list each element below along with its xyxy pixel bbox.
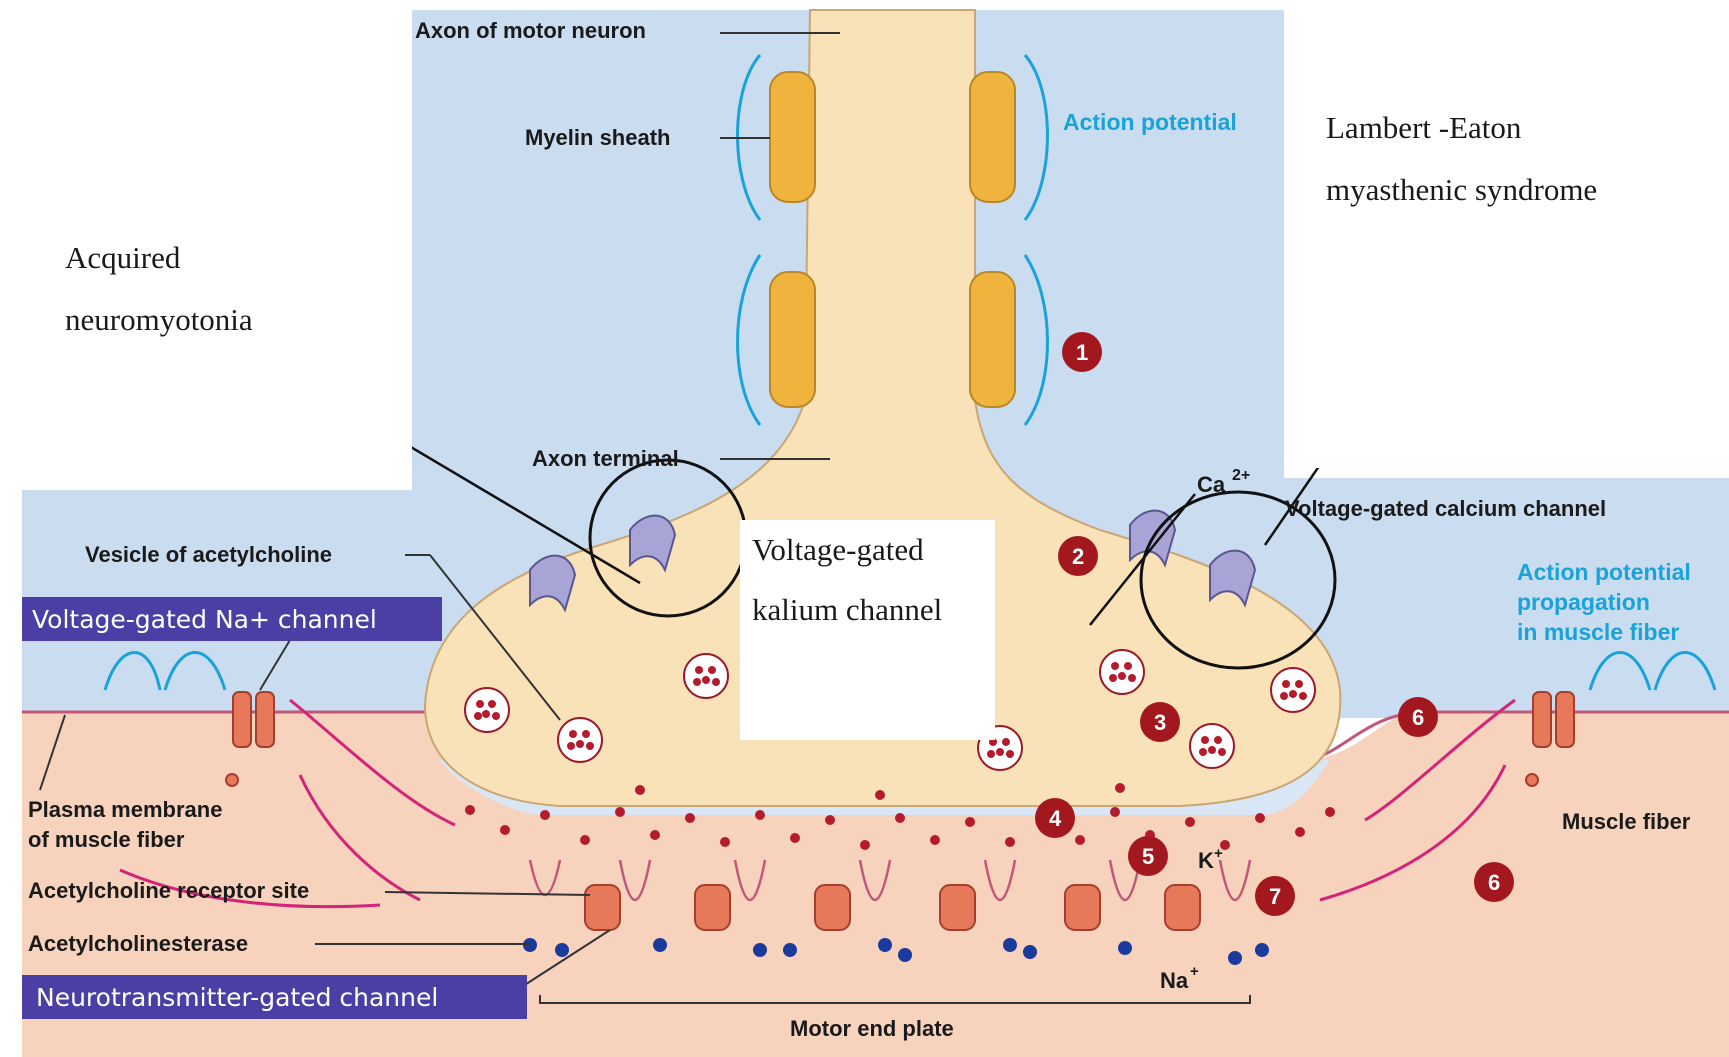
calcium-ion-label: Ca xyxy=(1197,472,1226,497)
ap-propagation-line-3: in muscle fiber xyxy=(1517,619,1679,645)
lambert-eaton-line-1: Lambert -Eaton xyxy=(1326,110,1522,145)
voltage-gated-sodium-label: Voltage-gated Na+ channel xyxy=(32,605,377,634)
myelin-sheath-right-1 xyxy=(970,72,1015,202)
ap-propagation-line-1: Action potential xyxy=(1517,559,1691,585)
acquired-neuromyotonia-line-2: neuromyotonia xyxy=(65,302,253,337)
step-4-number: 4 xyxy=(1049,806,1062,831)
potassium-ion-label: K xyxy=(1198,848,1214,873)
step-7-number: 7 xyxy=(1269,884,1281,909)
myelin-sheath-left-1 xyxy=(770,72,815,202)
step-3-number: 3 xyxy=(1154,710,1166,735)
voltage-gated-calcium-label: Voltage-gated calcium channel xyxy=(1285,496,1606,521)
myelin-sheath-label: Myelin sheath xyxy=(525,125,670,150)
myelin-sheath-left-2 xyxy=(770,272,815,407)
step-6-number-lower: 6 xyxy=(1488,870,1500,895)
sodium-ion-label: Na xyxy=(1160,968,1189,993)
ap-propagation-line-2: propagation xyxy=(1517,589,1650,615)
action-potential-label: Action potential xyxy=(1063,109,1237,135)
axon-terminal-label: Axon terminal xyxy=(532,446,679,471)
nt-gated-channel-label: Neurotransmitter-gated channel xyxy=(36,983,438,1012)
ach-receptor-label: Acetylcholine receptor site xyxy=(28,878,309,903)
sodium-ion-superscript: + xyxy=(1190,963,1199,980)
step-1-number: 1 xyxy=(1076,340,1088,365)
plasma-membrane-label-1: Plasma membrane xyxy=(28,797,222,822)
vesicle-label: Vesicle of acetylcholine xyxy=(85,542,332,567)
lambert-eaton-line-2: myasthenic syndrome xyxy=(1326,172,1597,207)
acquired-neuromyotonia-line-1: Acquired xyxy=(65,240,181,275)
motor-end-plate-label: Motor end plate xyxy=(790,1016,954,1041)
myelin-sheath-right-2 xyxy=(970,272,1015,407)
step-2-number: 2 xyxy=(1072,544,1084,569)
muscle-fiber-label: Muscle fiber xyxy=(1562,809,1691,834)
plasma-membrane-label-2: of muscle fiber xyxy=(28,827,185,852)
step-6-number-upper: 6 xyxy=(1412,705,1424,730)
calcium-ion-superscript: 2+ xyxy=(1232,467,1250,484)
kalium-channel-line-1: Voltage-gated xyxy=(752,532,924,567)
axon-label: Axon of motor neuron xyxy=(415,18,646,43)
step-5-number: 5 xyxy=(1142,844,1154,869)
lambert-eaton-note-panel xyxy=(1284,10,1729,468)
acetylcholinesterase-label: Acetylcholinesterase xyxy=(28,931,248,956)
potassium-ion-superscript: + xyxy=(1214,845,1223,862)
kalium-channel-line-2: kalium channel xyxy=(752,592,942,627)
